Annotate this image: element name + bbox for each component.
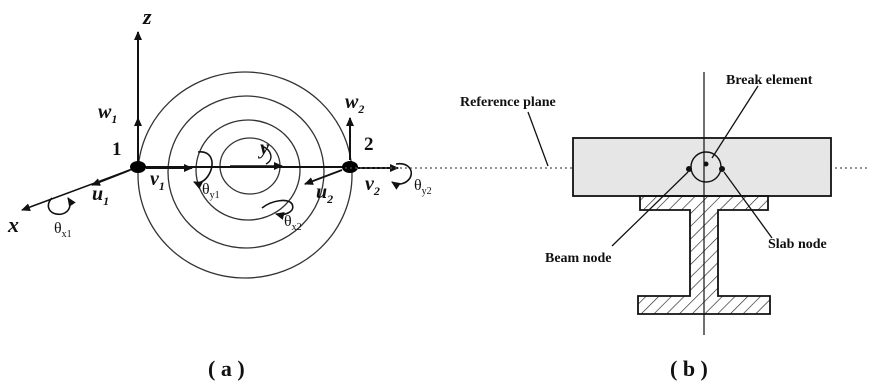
slab-node-dot — [719, 166, 725, 172]
y-rotation-swirl-icon — [261, 145, 272, 165]
slab — [572, 137, 832, 197]
reference-plane-leader — [527, 111, 549, 167]
u2-arrow — [304, 169, 343, 185]
u2-label: u2 — [316, 181, 333, 206]
w2-label: w2 — [345, 91, 364, 116]
slab-node-label: Slab node — [768, 237, 827, 252]
v2-label: v2 — [365, 173, 380, 198]
node-2-label: 2 — [364, 134, 374, 155]
theta-x1-label: θx1 — [54, 220, 72, 240]
panel-a-caption: ( a ) — [208, 356, 245, 381]
theta-y1-label: θy1 — [202, 181, 220, 201]
theta-x2-rotation-icon — [261, 199, 294, 220]
break-element-leader — [711, 85, 759, 159]
panel-a: z x y w1 w2 u1 u2 v1 v2 1 2 θx1 θy1 θx2 … — [7, 4, 432, 381]
beam-node-leader — [611, 171, 689, 247]
node-2-dot — [342, 161, 358, 173]
slab-node-leader — [723, 171, 773, 239]
beam-node-dot — [686, 166, 692, 172]
theta-y2-rotation-icon — [391, 162, 412, 190]
reference-plane-label: Reference plane — [460, 95, 556, 110]
beam-node-label: Beam node — [545, 251, 612, 266]
panel-b-caption: ( b ) — [670, 356, 708, 381]
x-axis-label: x — [7, 212, 19, 237]
break-element-label: Break element — [726, 73, 813, 88]
z-axis-label: z — [142, 4, 152, 29]
theta-y1-rotation-icon — [193, 151, 213, 190]
y-axis-label: y — [258, 137, 269, 159]
u1-arrow — [91, 169, 131, 186]
panel-b: Reference plane Break element Beam node … — [345, 72, 868, 381]
node-1-dot — [130, 161, 146, 173]
theta-y2-label: θy2 — [414, 177, 432, 197]
break-center-dot — [703, 161, 709, 167]
node-1-label: 1 — [112, 139, 122, 160]
w1-label: w1 — [98, 101, 117, 126]
theta-x2-label: θx2 — [284, 213, 302, 233]
theta-x1-rotation-icon — [47, 197, 76, 216]
u1-label: u1 — [92, 183, 109, 208]
concentric-circles — [137, 71, 353, 279]
v1-label: v1 — [150, 168, 165, 193]
